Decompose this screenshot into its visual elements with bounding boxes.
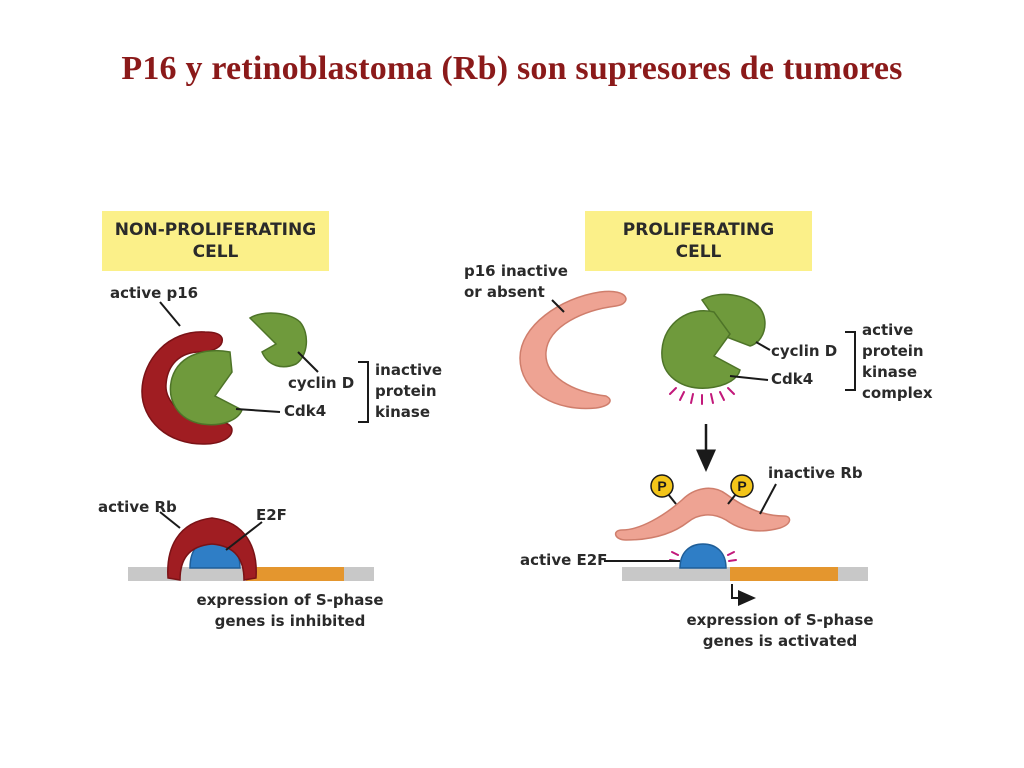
- label-cdk4: Cdk4: [771, 370, 814, 388]
- cyclin-d-shape: [700, 293, 766, 347]
- header-line: PROLIFERATING: [622, 220, 775, 240]
- cyclin-d-shape: [248, 312, 308, 368]
- label-inactive-protein-kinase: inactive protein kinase: [375, 360, 442, 423]
- caption-line: expression of S-phase: [686, 611, 874, 629]
- leader-p16-inactive: [551, 299, 565, 313]
- caption-line: genes is activated: [702, 632, 858, 650]
- active-e2f-shape: [679, 543, 727, 569]
- non-proliferating-header: NON-PROLIFERATING CELL: [102, 211, 329, 271]
- header-line: NON-PROLIFERATING: [114, 220, 317, 240]
- leader-cdk4: [729, 375, 769, 381]
- label-active-e2f: active E2F: [520, 551, 608, 569]
- leader-e2f: [225, 521, 263, 551]
- leader-inactive-rb: [759, 483, 777, 515]
- inactive-p16-shape: [519, 290, 627, 410]
- leader-cdk4: [235, 408, 281, 413]
- phosphate-circle-left: [650, 474, 674, 498]
- label-line: p16 inactive: [464, 262, 568, 280]
- leader-active-rb: [159, 511, 181, 529]
- leader-phosphate-left: [667, 493, 677, 505]
- phosphate-circle-right: [730, 474, 754, 498]
- label-line: active: [862, 321, 914, 339]
- label-inactive-rb: inactive Rb: [768, 464, 863, 482]
- bracket-inactive-kinase: [358, 361, 369, 423]
- label-active-protein-kinase-complex: active protein kinase complex: [862, 320, 933, 404]
- label-cyclin-d: cyclin D: [288, 374, 355, 392]
- label-active-p16: active p16: [110, 284, 199, 302]
- leader-cyclin-d: [297, 351, 319, 373]
- caption-right: expression of S-phase genes is activated: [680, 610, 880, 652]
- label-line: protein: [375, 382, 437, 400]
- label-cdk4: Cdk4: [284, 402, 327, 420]
- inactive-rb-shape: [614, 487, 791, 541]
- proliferating-header: PROLIFERATING CELL: [585, 211, 812, 271]
- label-line: kinase: [862, 363, 918, 381]
- phosphate-label-right: P: [737, 478, 746, 494]
- label-line: complex: [862, 384, 933, 402]
- label-line: inactive: [375, 361, 443, 379]
- label-line: protein: [862, 342, 924, 360]
- label-p16-inactive: p16 inactive or absent: [464, 261, 568, 303]
- caption-line: genes is inhibited: [214, 612, 366, 630]
- gene-segment-right: [730, 567, 838, 581]
- leader-phosphate-right: [727, 493, 737, 505]
- kinase-activity-rays: [669, 387, 735, 405]
- active-rb-shape: [167, 517, 257, 581]
- label-line: kinase: [375, 403, 431, 421]
- caption-line: expression of S-phase: [196, 591, 384, 609]
- header-line: CELL: [192, 242, 239, 262]
- slide-title: P16 y retinoblastoma (Rb) son supresores…: [121, 50, 903, 87]
- label-cyclin-d: cyclin D: [771, 342, 838, 360]
- transcription-arrow: [731, 584, 756, 606]
- label-e2f: E2F: [256, 506, 287, 524]
- label-active-rb: active Rb: [98, 498, 177, 516]
- label-line: or absent: [464, 283, 545, 301]
- caption-left: expression of S-phase genes is inhibited: [190, 590, 390, 632]
- cdk4-shape: [169, 349, 243, 426]
- gene-segment-left: [246, 567, 344, 581]
- leader-active-p16: [159, 301, 181, 327]
- leader-cyclin-d: [755, 341, 771, 351]
- header-line: CELL: [675, 242, 722, 262]
- phosphate-label-left: P: [657, 478, 666, 494]
- bracket-active-complex: [845, 331, 856, 391]
